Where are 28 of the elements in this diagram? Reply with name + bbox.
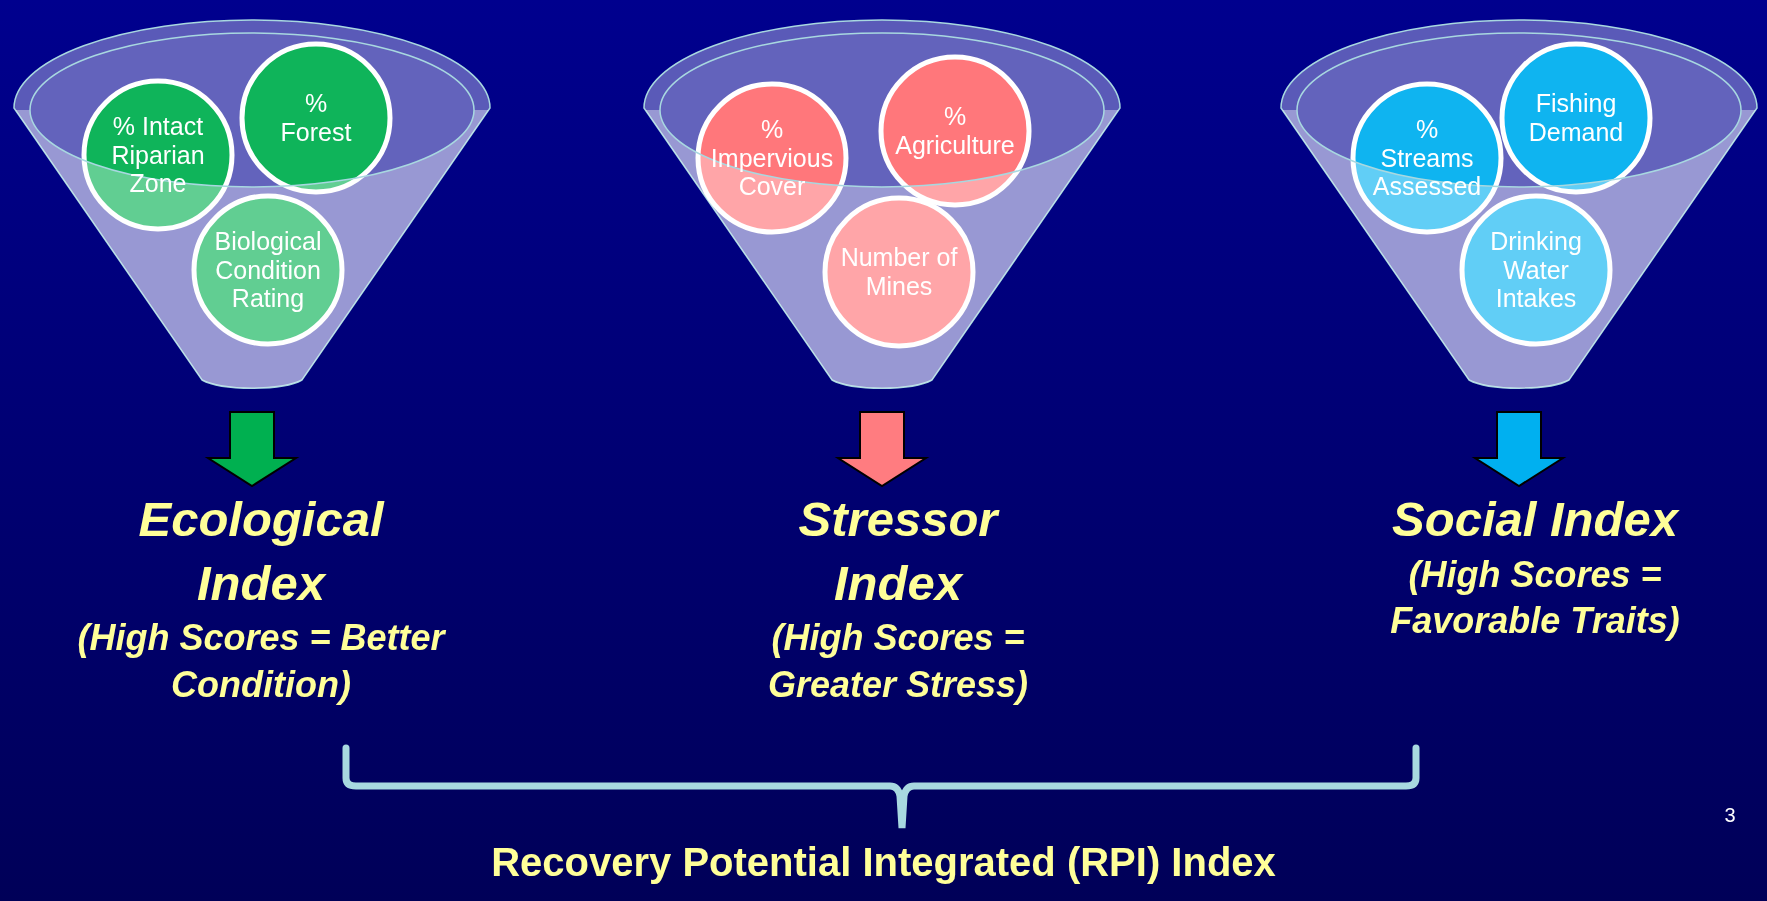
metric-circle [878,54,1032,208]
metric-label: % Agriculture [894,102,1016,160]
metric-circle [1499,41,1653,195]
index-title: Social Index [1391,491,1681,548]
metric-circle [191,193,345,347]
block-arrow [1471,411,1567,488]
metric-circle [1459,193,1613,347]
metric-label: Fishing Demand [1527,89,1625,147]
metric-circle [239,41,393,195]
metric-circle [822,195,976,349]
metric-label: Drinking Water Intakes [1489,226,1583,314]
slide-number: 3 [1723,804,1737,827]
index-title: Ecological Index [137,491,386,612]
metric-circle [695,81,849,235]
metric-label: % Forest [279,89,353,147]
block-arrow [204,411,300,488]
metric-label: % Impervious Cover [709,114,835,202]
metric-label: Number of Mines [839,243,959,301]
metric-label: Biological Condition Rating [213,226,323,314]
index-subtitle: (High Scores = Better Condition) [76,616,447,708]
metric-circle [81,78,235,232]
index-subtitle: (High Scores = Greater Stress) [766,616,1030,708]
metric-label: % Streams Assessed [1371,114,1483,202]
rpi-index-title: Recovery Potential Integrated (RPI) Index [490,840,1277,885]
index-subtitle: (High Scores = Favorable Traits) [1389,552,1681,644]
index-title: Stressor Index [797,491,1001,612]
block-arrow [834,411,930,488]
metric-label: % Intact Riparian Zone [110,111,206,199]
